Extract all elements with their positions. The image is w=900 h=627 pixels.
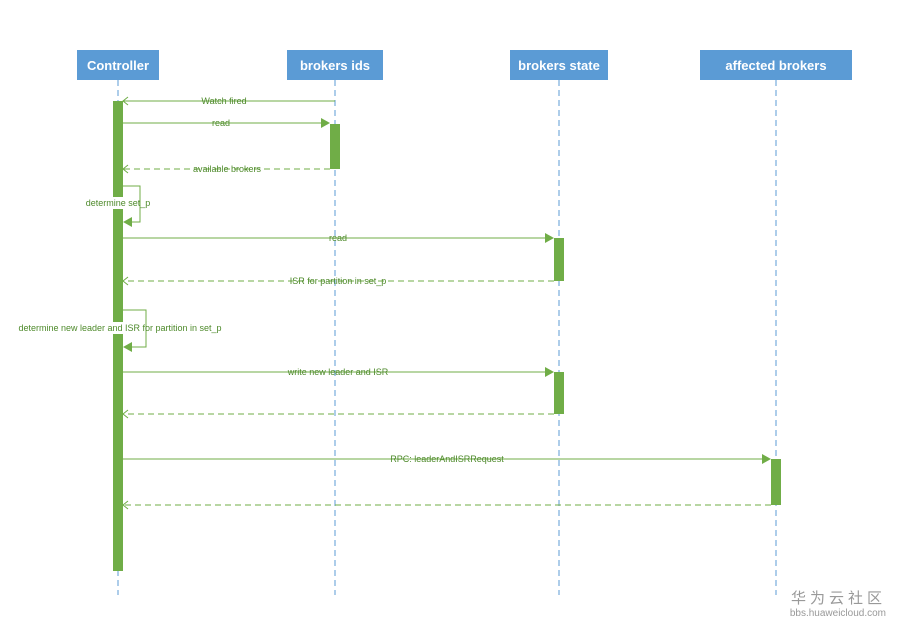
message-rpc-leader-and-isr: RPC: leaderAndISRRequest xyxy=(123,454,771,464)
actor-controller: Controller xyxy=(77,50,159,80)
message-return-affected-brokers xyxy=(122,500,771,510)
actor-affected-brokers: affected brokers xyxy=(700,50,852,80)
activation-affected-brokers xyxy=(771,459,781,505)
message-read-brokers-ids: read xyxy=(123,118,330,128)
actor-brokers-ids: brokers ids xyxy=(287,50,383,80)
message-determine-set-p: determine set_p xyxy=(80,185,160,227)
message-write-new-leader: write new leader and ISR xyxy=(123,367,554,377)
message-determine-new-leader: determine new leader and ISR for partiti… xyxy=(16,309,222,352)
watermark-url-text: bbs.huaweicloud.com xyxy=(789,608,886,619)
message-label: RPC: leaderAndISRRequest xyxy=(390,454,504,464)
activation-controller xyxy=(113,101,123,571)
message-label: available brokers xyxy=(193,164,262,174)
actor-label: Controller xyxy=(87,58,149,73)
actor-brokers-state: brokers state xyxy=(510,50,608,80)
message-label: determine set_p xyxy=(86,198,151,208)
message-available-brokers: available brokers xyxy=(122,164,330,174)
actor-label: brokers state xyxy=(518,58,600,73)
message-label: determine new leader and ISR for partiti… xyxy=(18,323,221,333)
message-watch-fired: Watch fired xyxy=(122,96,335,106)
message-return-brokers-state xyxy=(122,409,554,419)
activation-brokers-state-write xyxy=(554,372,564,414)
watermark: 华为云社区 bbs.huaweicloud.com xyxy=(790,587,886,619)
message-read-brokers-state: read xyxy=(123,233,554,243)
message-label: read xyxy=(329,233,347,243)
watermark-main-text: 华为云社区 xyxy=(790,589,886,607)
actor-label: affected brokers xyxy=(725,58,826,73)
message-label: read xyxy=(212,118,230,128)
message-label: Watch fired xyxy=(201,96,246,106)
message-label: ISR for partition in set_p xyxy=(290,276,387,286)
actor-label: brokers ids xyxy=(300,58,370,73)
message-isr-for-partition: ISR for partition in set_p xyxy=(122,276,554,286)
activation-brokers-ids xyxy=(330,124,340,169)
message-label: write new leader and ISR xyxy=(287,367,389,377)
activation-brokers-state-read xyxy=(554,238,564,281)
